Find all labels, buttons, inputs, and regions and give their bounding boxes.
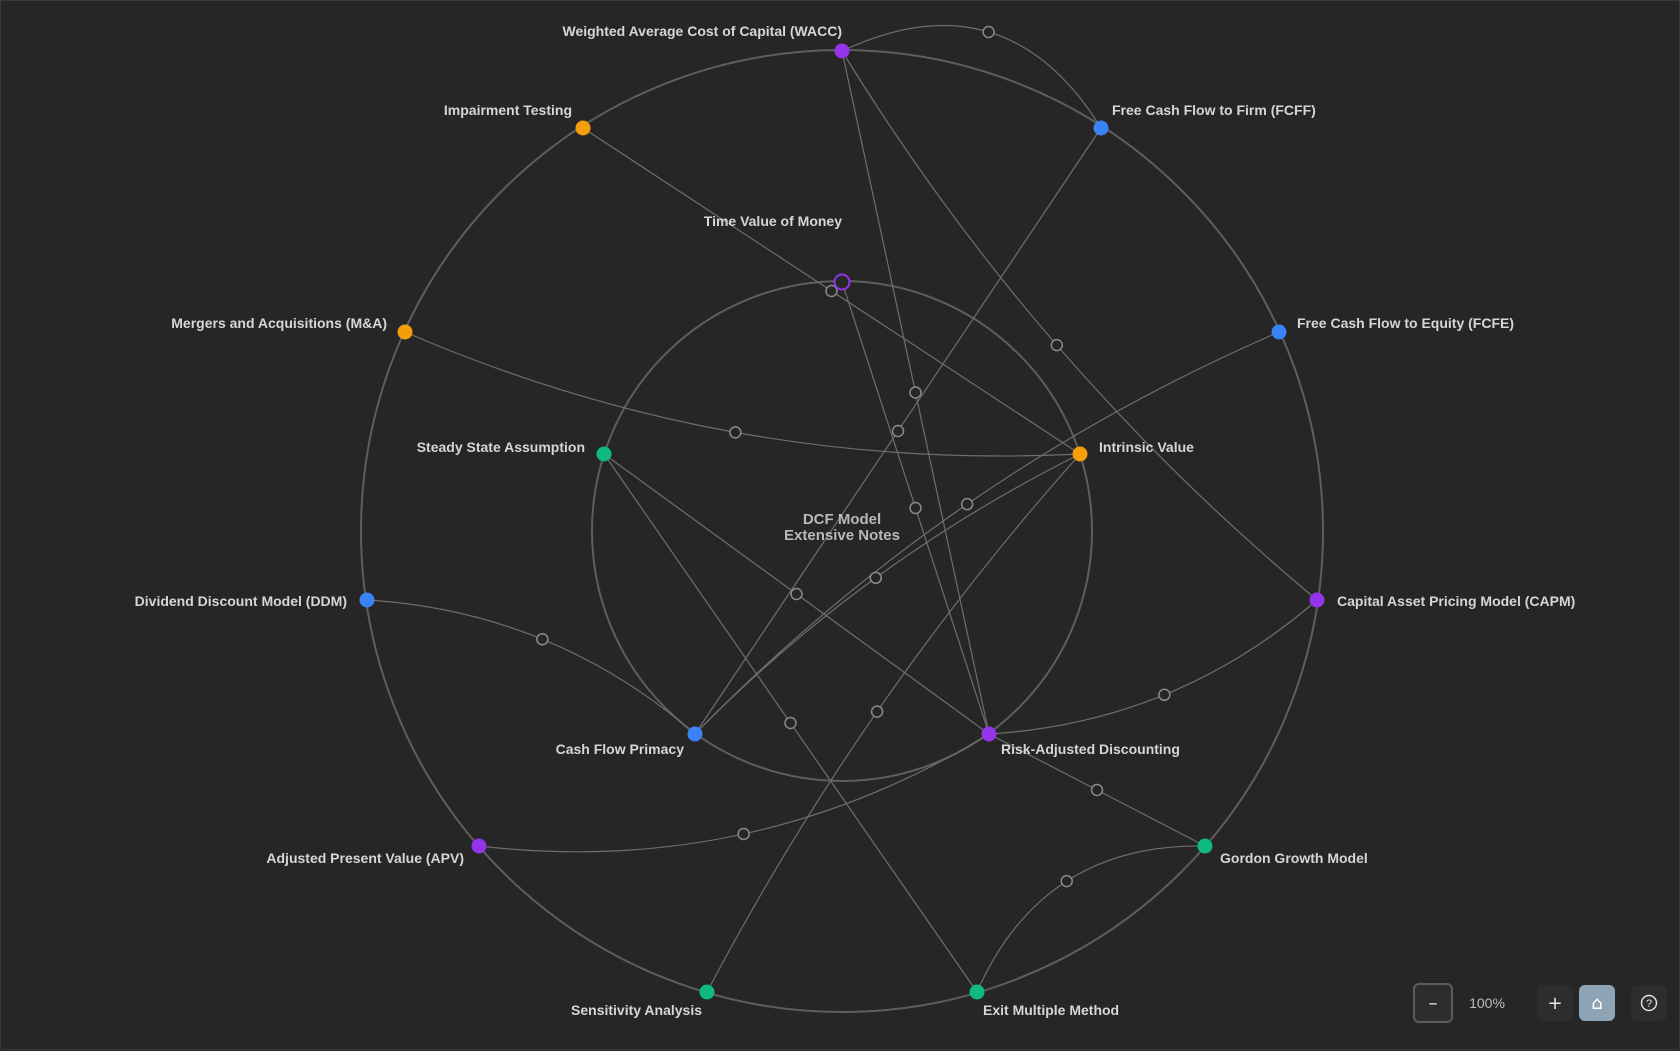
node-dot-fcfe[interactable] [1271,324,1287,340]
node-dot-wacc[interactable] [834,43,850,59]
node-label-iv: Intrinsic Value [1099,439,1194,455]
node-tvm[interactable]: Time Value of Money [704,213,851,291]
edge-ggm-exit [976,845,1206,993]
node-wacc[interactable]: Weighted Average Cost of Capital (WACC) [562,23,850,59]
node-dot-capm[interactable] [1309,592,1325,608]
node-label-ma: Mergers and Acquisitions (M&A) [171,315,387,331]
node-label-rad: Risk-Adjusted Discounting [1001,741,1180,757]
node-dot-apv[interactable] [471,838,487,854]
edge-handle-fcfe-cfp[interactable] [960,497,974,511]
nodes-layer: Weighted Average Cost of Capital (WACC) F… [135,23,1576,1018]
edge-ddm-cfp [366,599,696,735]
edge-handle-sens-iv[interactable] [870,705,884,718]
edge-handle-ggm-exit[interactable] [1060,874,1073,888]
node-dot-exit[interactable] [969,984,985,1000]
node-label-cfp: Cash Flow Primacy [556,741,685,757]
node-label-capm: Capital Asset Pricing Model (CAPM) [1337,593,1575,609]
edge-ma-iv [404,331,1081,457]
zoom-out-button[interactable]: – [1413,983,1453,1023]
node-label-tvm: Time Value of Money [704,213,842,229]
node-dot-imp[interactable] [575,120,591,136]
node-sens[interactable]: Sensitivity Analysis [571,984,715,1019]
node-iv[interactable]: Intrinsic Value [1072,439,1195,462]
node-dot-ma[interactable] [397,324,413,340]
node-dot-ddm[interactable] [359,592,375,608]
svg-text:?: ? [1646,998,1652,1010]
node-dot-ggm[interactable] [1197,838,1213,854]
edge-handle-fcff-cfp[interactable] [891,424,905,438]
zoom-in-button[interactable]: + [1537,985,1573,1021]
node-ma[interactable]: Mergers and Acquisitions (M&A) [171,315,413,340]
edge-handle-exit-ssa[interactable] [784,716,797,730]
node-exit[interactable]: Exit Multiple Method [969,984,1120,1019]
edge-handles-layer [536,25,1171,888]
node-label-ssa: Steady State Assumption [417,439,585,455]
node-dot-iv[interactable] [1072,446,1088,462]
edge-handle-ggm-rad[interactable] [1090,783,1104,797]
node-capm[interactable]: Capital Asset Pricing Model (CAPM) [1309,592,1576,610]
edge-handle-apv-rad[interactable] [737,827,750,841]
node-label-imp: Impairment Testing [444,102,572,118]
edge-handle-ddm-cfp[interactable] [536,632,549,646]
node-label-sens: Sensitivity Analysis [571,1002,702,1018]
help-icon: ? [1640,994,1658,1012]
node-dot-tvm[interactable] [833,273,851,291]
center-title: DCF Model [803,511,881,528]
node-label-ddm: Dividend Discount Model (DDM) [135,593,347,609]
node-dot-cfp[interactable] [687,726,703,742]
node-label-fcfe: Free Cash Flow to Equity (FCFE) [1297,315,1514,331]
node-dot-ssa[interactable] [596,446,612,462]
edge-capm-rad [988,599,1318,735]
home-icon: ⌂ [1591,992,1603,1014]
edge-handle-wacc-capm[interactable] [1050,338,1064,352]
node-imp[interactable]: Impairment Testing [444,102,591,136]
node-fcff[interactable]: Free Cash Flow to Firm (FCFF) [1093,102,1316,136]
edge-handle-ssa-rad[interactable] [790,587,803,601]
home-button[interactable]: ⌂ [1579,985,1615,1021]
edges-layer [366,25,1318,993]
zoom-controls: – 100% + ⌂ ? [1413,983,1667,1023]
node-label-wacc: Weighted Average Cost of Capital (WACC) [562,23,842,39]
node-ddm[interactable]: Dividend Discount Model (DDM) [135,592,375,610]
node-label-exit: Exit Multiple Method [983,1002,1119,1018]
node-ggm[interactable]: Gordon Growth Model [1197,838,1368,867]
node-fcfe[interactable]: Free Cash Flow to Equity (FCFE) [1271,315,1515,340]
node-dot-sens[interactable] [699,984,715,1000]
edge-handle-wacc-fcff[interactable] [982,25,995,39]
center-subtitle: Extensive Notes [784,527,900,544]
edge-handle-wacc-rad[interactable] [909,386,922,399]
node-label-fcff: Free Cash Flow to Firm (FCFF) [1112,102,1316,118]
node-apv[interactable]: Adjusted Present Value (APV) [266,838,487,867]
node-dot-rad[interactable] [981,726,997,742]
edge-handle-iv-cfp[interactable] [869,571,882,585]
node-cfp[interactable]: Cash Flow Primacy [556,726,703,758]
edge-handle-imp-iv[interactable] [825,284,838,298]
edge-handle-capm-rad[interactable] [1158,688,1171,702]
node-dot-fcff[interactable] [1093,120,1109,136]
node-rad[interactable]: Risk-Adjusted Discounting [981,726,1180,758]
zoom-level-readout: 100% [1469,995,1505,1011]
help-button[interactable]: ? [1631,985,1667,1021]
node-label-apv: Adjusted Present Value (APV) [266,850,464,866]
edge-handle-tvm-rad[interactable] [909,501,922,515]
node-label-ggm: Gordon Growth Model [1220,850,1368,866]
node-ssa[interactable]: Steady State Assumption [417,439,612,462]
edge-handle-ma-iv[interactable] [729,426,742,439]
edge-iv-cfp [694,453,1081,735]
edge-wacc-capm [841,50,1318,601]
